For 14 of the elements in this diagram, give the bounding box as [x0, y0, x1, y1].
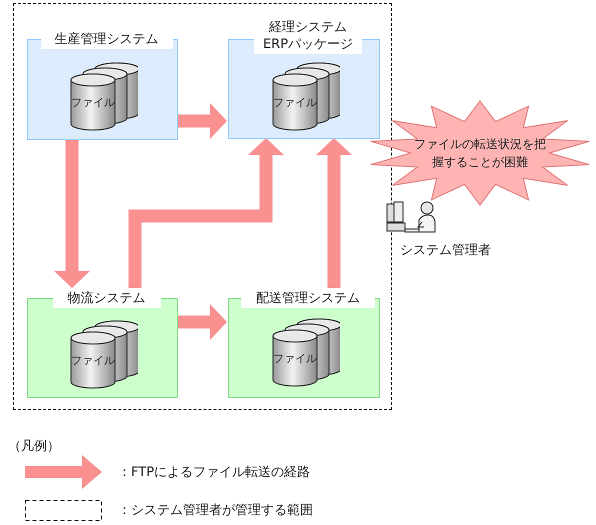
system-title: 生産管理システム — [40, 30, 172, 49]
legend-text: ：システム管理者が管理する範囲 — [118, 502, 313, 519]
arrow — [177, 103, 227, 139]
arrow — [128, 138, 284, 288]
legend-text: ：FTPによるファイル転送の経路 — [118, 464, 310, 481]
arrow — [316, 138, 352, 288]
system-title: 経理システム ERPパッケージ — [254, 18, 362, 54]
system-title: 物流システム — [52, 289, 160, 308]
arrow — [54, 139, 90, 288]
person-caption: システム管理者 — [400, 242, 491, 259]
legend-heading: （凡例） — [8, 438, 60, 455]
system-title: 配送管理システム — [241, 289, 375, 308]
arrow — [177, 304, 227, 340]
dashed-boundary — [13, 3, 392, 410]
